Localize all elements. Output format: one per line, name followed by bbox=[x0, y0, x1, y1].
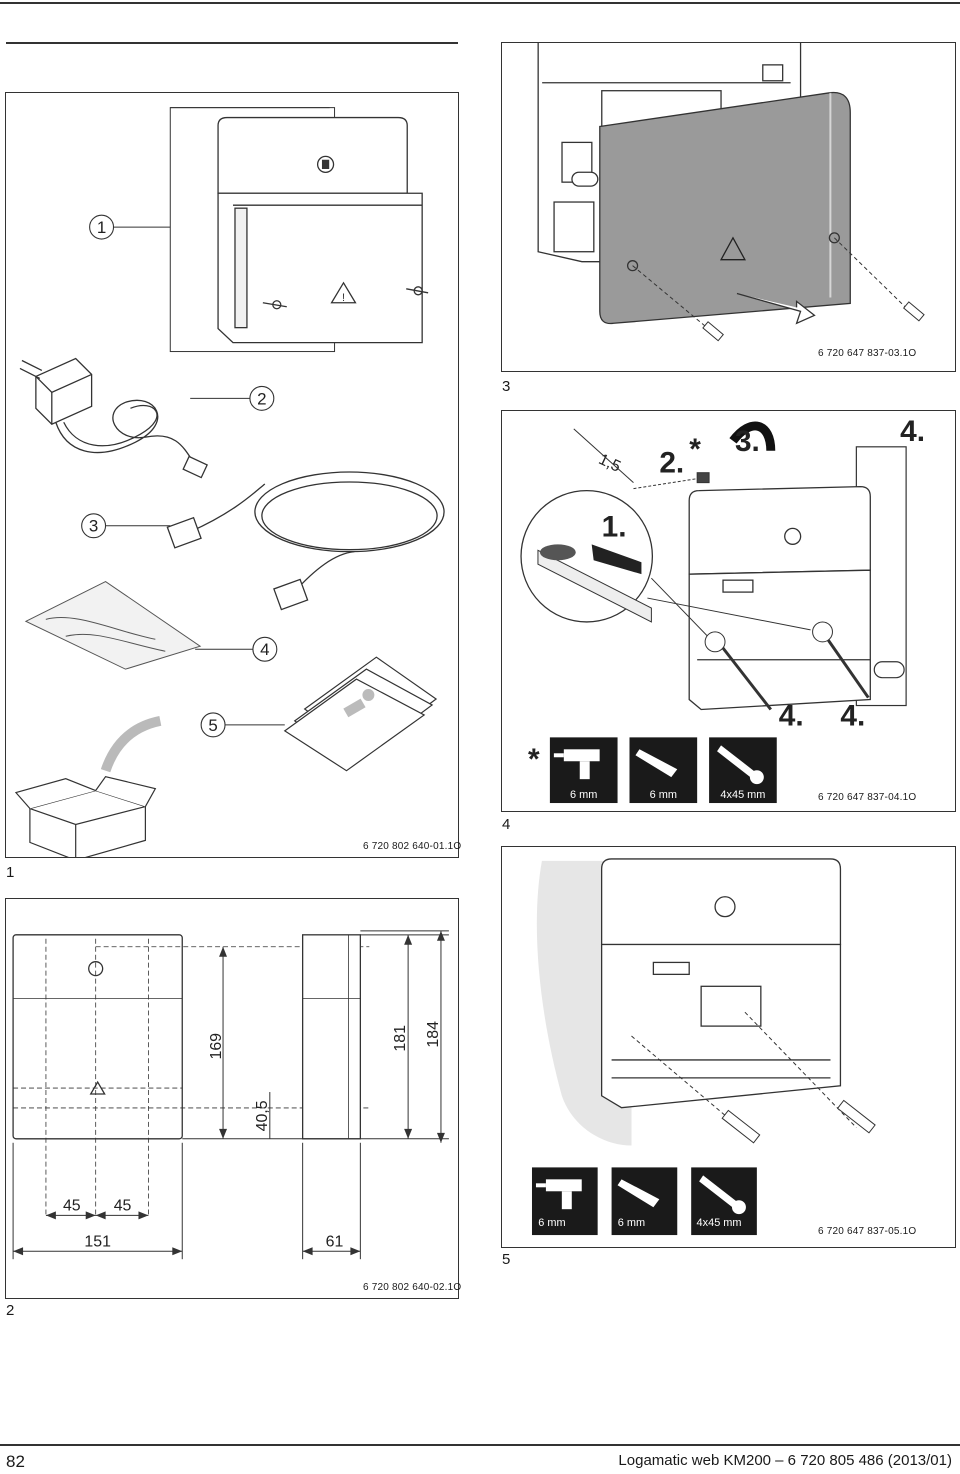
figure-1-code: 6 720 802 640-01.1O bbox=[363, 841, 462, 852]
figure-5-number: 5 bbox=[502, 1251, 511, 1268]
tool-tile-drill: 6 mm bbox=[549, 737, 618, 804]
figure-1-illustration: ! 1 2 bbox=[14, 107, 445, 857]
gateway-module-drawing: ! bbox=[217, 116, 429, 344]
dim-45-left: 45 bbox=[63, 1197, 81, 1214]
figure-3-code: 6 720 647 837-03.1O bbox=[818, 348, 917, 359]
tool-tile-screw: 4x45 mm bbox=[709, 737, 777, 804]
callout-1: 1 bbox=[97, 218, 106, 237]
figure-4-number: 4 bbox=[502, 816, 511, 833]
step-4-label-left: 4. bbox=[779, 699, 804, 732]
callout-4: 4 bbox=[260, 640, 269, 659]
network-cable-drawing bbox=[166, 471, 445, 611]
screw-icon bbox=[699, 1175, 746, 1215]
tool-label-drill: 6 mm bbox=[570, 789, 597, 801]
figure-2-dimension-drawing: 169 40,5 181 184 45 45 151 61 bbox=[12, 930, 449, 1260]
drill-icon bbox=[535, 1179, 582, 1210]
wall-plug-icon bbox=[617, 1179, 660, 1208]
tool-label-wall-plug-2: 6 mm bbox=[618, 1217, 645, 1229]
callout-2: 2 bbox=[257, 389, 266, 408]
tool-tile-screw-2: 4x45 mm bbox=[691, 1167, 757, 1236]
tool-label-screw-2: 4x45 mm bbox=[697, 1217, 742, 1229]
screwdriver-magnified-drawing bbox=[537, 544, 652, 623]
dim-184: 184 bbox=[425, 1021, 442, 1048]
tool-label-screw: 4x45 mm bbox=[720, 789, 765, 801]
dim-151: 151 bbox=[84, 1233, 111, 1250]
figure-2-code: 6 720 802 640-02.1O bbox=[363, 1282, 462, 1293]
figure-3-illustration bbox=[537, 43, 925, 342]
figure-2-number: 2 bbox=[6, 1302, 15, 1319]
dim-61: 61 bbox=[326, 1233, 344, 1250]
tool-tile-wall-plug: 6 mm bbox=[629, 737, 698, 804]
packaging-box-drawing bbox=[14, 716, 162, 857]
figure-4-panel: 1. 2. * 3. 4. 4. 4. 1,5 * 6 mm 6 mm bbox=[501, 410, 956, 812]
power-adapter-drawing bbox=[19, 357, 208, 479]
tool-tile-drill-2: 6 mm bbox=[531, 1167, 598, 1236]
front-cover-drawing bbox=[599, 91, 851, 325]
step-2-label: 2. bbox=[659, 447, 684, 480]
tool-tile-wall-plug-2: 6 mm bbox=[611, 1167, 678, 1236]
dim-40-5: 40,5 bbox=[254, 1100, 271, 1131]
step-3-label: 3. bbox=[735, 425, 760, 458]
screw-icon bbox=[717, 745, 764, 785]
tool-label-wall-plug: 6 mm bbox=[650, 789, 677, 801]
accessory-bag-drawing bbox=[24, 580, 202, 670]
document-title: Logamatic web KM200 – 6 720 805 486 (201… bbox=[618, 1452, 952, 1469]
step-4-label-right: 4. bbox=[840, 699, 865, 732]
figure-4-code: 6 720 647 837-04.1O bbox=[818, 792, 917, 803]
dim-181: 181 bbox=[392, 1025, 409, 1052]
column-rule bbox=[6, 42, 458, 44]
figure-5-illustration: 6 mm 6 mm 4x45 mm bbox=[531, 858, 876, 1236]
dim-45-right: 45 bbox=[114, 1197, 132, 1214]
step-4-label-top: 4. bbox=[900, 415, 925, 448]
header-rule bbox=[0, 2, 960, 4]
callout-3: 3 bbox=[89, 517, 98, 536]
step-1-label: 1. bbox=[602, 510, 627, 543]
tool-label-drill-2: 6 mm bbox=[538, 1217, 565, 1229]
step-2-asterisk: * bbox=[689, 433, 701, 466]
figure-3-panel bbox=[501, 42, 956, 372]
module-base-drawing bbox=[600, 858, 842, 1109]
side-view-drawing bbox=[301, 934, 362, 1140]
figure-1-number: 1 bbox=[6, 864, 15, 881]
dim-1-5: 1,5 bbox=[596, 451, 623, 476]
figure-5-code: 6 720 647 837-05.1O bbox=[818, 1226, 917, 1237]
svg-text:!: ! bbox=[342, 292, 345, 304]
footer-rule bbox=[0, 1444, 960, 1446]
tools-asterisk: * bbox=[528, 743, 540, 776]
drill-icon bbox=[553, 749, 600, 780]
figure-5-panel: 6 mm 6 mm 4x45 mm bbox=[501, 846, 956, 1248]
page-number: 82 bbox=[6, 1452, 25, 1471]
figure-1-panel: ! 1 2 bbox=[5, 92, 459, 858]
figure-4-illustration: 1. 2. * 3. 4. 4. 4. 1,5 * 6 mm 6 mm bbox=[520, 415, 925, 804]
figure-3-number: 3 bbox=[502, 378, 511, 395]
callout-5: 5 bbox=[208, 716, 217, 735]
module-open-drawing bbox=[688, 485, 871, 711]
dim-169: 169 bbox=[208, 1033, 225, 1060]
wall-plug-icon bbox=[635, 749, 678, 778]
figure-2-panel: 169 40,5 181 184 45 45 151 61 bbox=[5, 898, 459, 1299]
documentation-drawing bbox=[283, 656, 438, 772]
